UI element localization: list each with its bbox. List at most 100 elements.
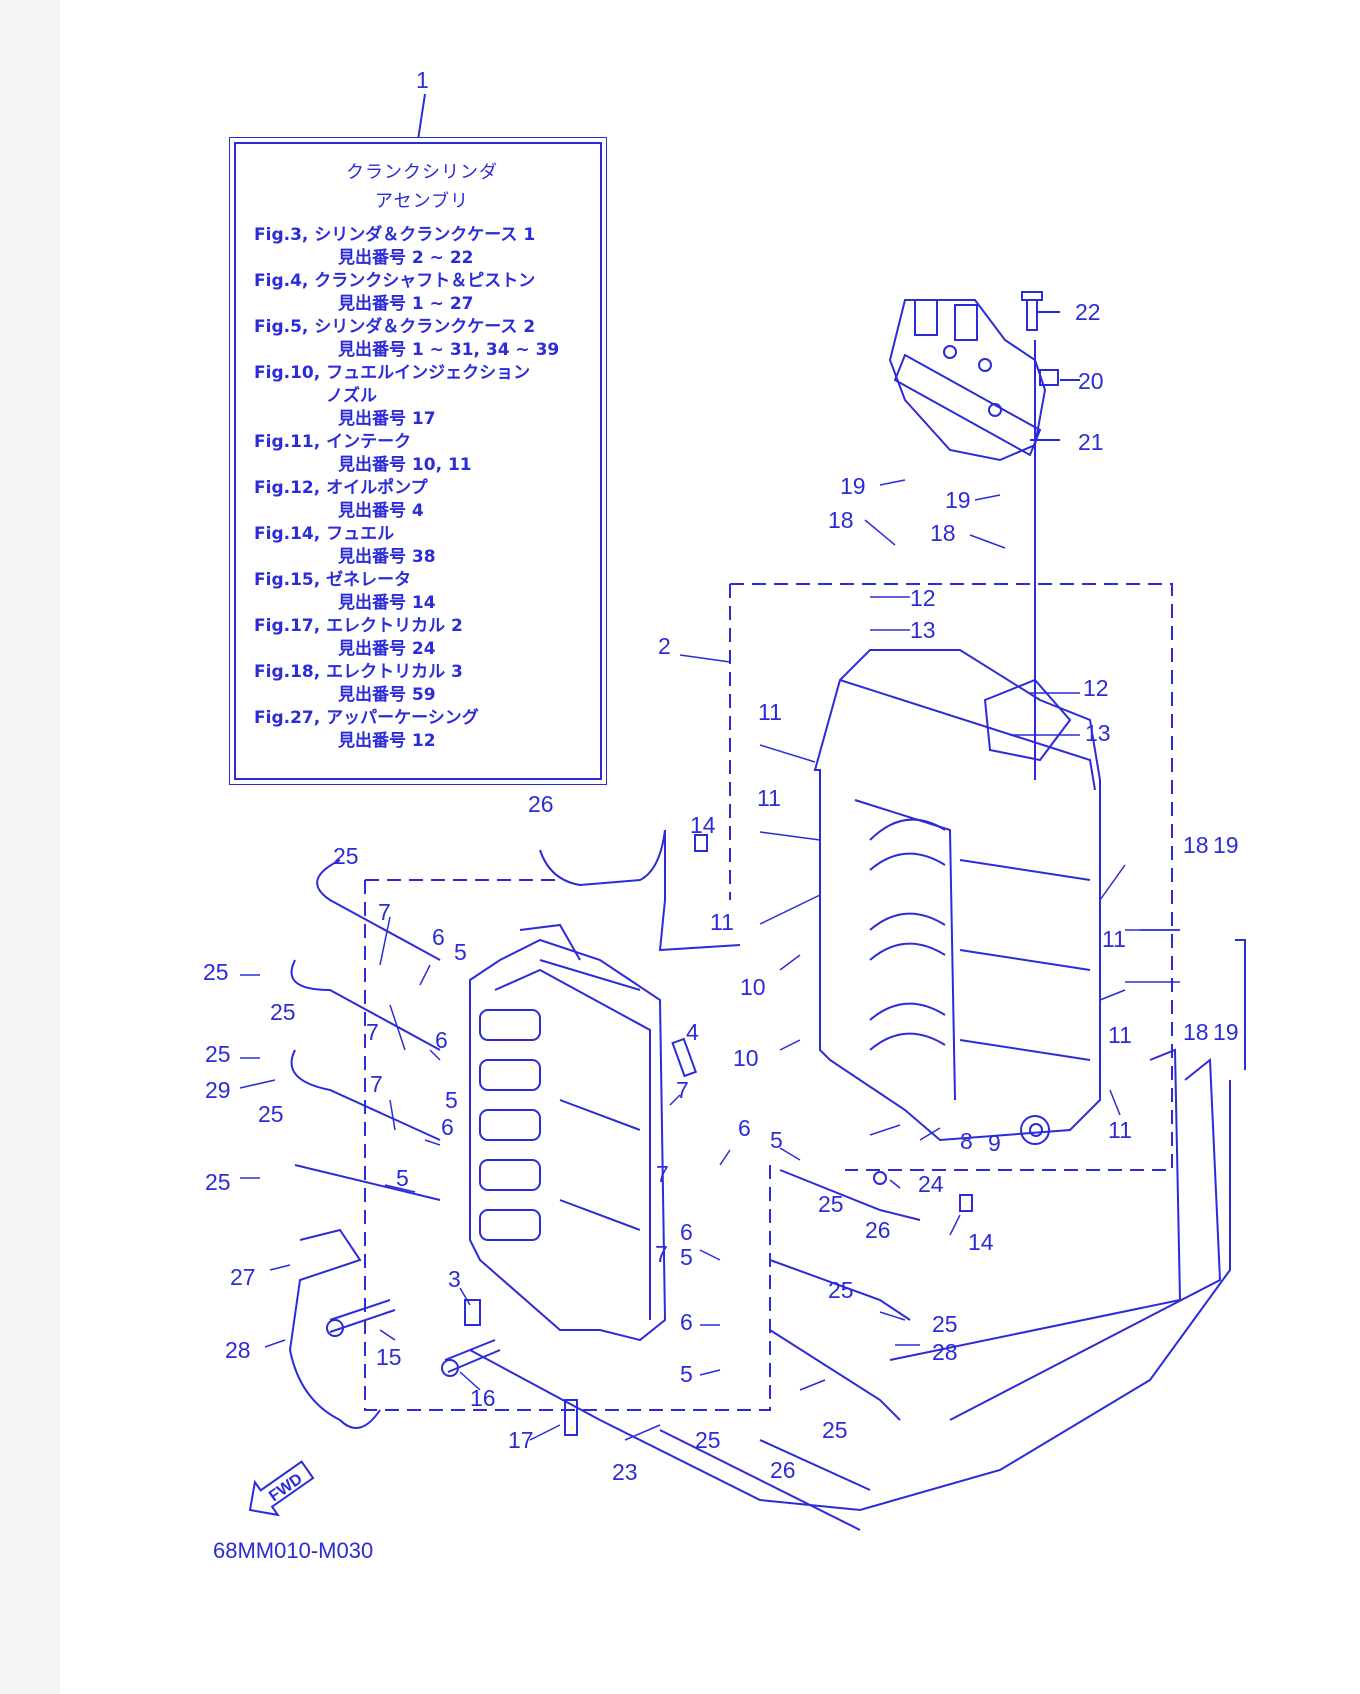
callout-18: 18 bbox=[1183, 1019, 1209, 1045]
head-cover bbox=[888, 299, 1047, 462]
callout-13: 13 bbox=[910, 617, 936, 643]
injector-17 bbox=[564, 1399, 578, 1436]
pin-14a bbox=[694, 834, 708, 852]
callout-20: 20 bbox=[1078, 368, 1104, 394]
callout-25: 25 bbox=[333, 843, 359, 869]
callout-13: 13 bbox=[1085, 720, 1111, 746]
callout-8: 8 bbox=[960, 1128, 973, 1154]
callout-11: 11 bbox=[1102, 926, 1126, 952]
intake-manifold bbox=[469, 923, 667, 1342]
callout-6: 6 bbox=[441, 1114, 454, 1140]
callout-11: 11 bbox=[757, 785, 781, 811]
callout-19: 19 bbox=[1213, 1019, 1239, 1045]
callout-6: 6 bbox=[680, 1309, 693, 1335]
bolt-22 bbox=[1021, 291, 1043, 331]
callout-28: 28 bbox=[932, 1339, 958, 1365]
callout-6: 6 bbox=[680, 1219, 693, 1245]
legend-fig-0: Fig.3, シリンダ＆クランクケース 1 bbox=[254, 225, 536, 245]
callout-25: 25 bbox=[828, 1277, 854, 1303]
part-24 bbox=[873, 1171, 887, 1185]
leader-1 bbox=[417, 93, 426, 141]
legend-title-line1: クランクシリンダ bbox=[346, 162, 498, 183]
callout-18: 18 bbox=[1183, 832, 1209, 858]
legend-ref-6: 見出番号 38 bbox=[338, 547, 436, 567]
bolt-15 bbox=[329, 1299, 396, 1333]
callout-15: 15 bbox=[376, 1344, 402, 1370]
callout-25: 25 bbox=[822, 1417, 848, 1443]
hose-25b bbox=[290, 959, 441, 1051]
callout-7: 7 bbox=[676, 1077, 689, 1103]
callout-26: 26 bbox=[865, 1217, 891, 1243]
callout-9: 9 bbox=[988, 1130, 1001, 1156]
legend-fig-7: Fig.15, ゼネレータ bbox=[254, 570, 412, 590]
diagram-code: 68MM010-M030 bbox=[213, 1538, 374, 1563]
legend-fig-2: Fig.5, シリンダ＆クランクケース 2 bbox=[254, 317, 536, 337]
legend-ref-10: 見出番号 12 bbox=[338, 731, 436, 751]
legend-ref-0: 見出番号 2 ~ 22 bbox=[338, 248, 474, 268]
legend-ref-3: 見出番号 17 bbox=[338, 409, 436, 429]
hose-23 bbox=[469, 1080, 1231, 1512]
callout-19: 19 bbox=[1213, 832, 1239, 858]
dashed-box-2 bbox=[730, 583, 1173, 1171]
callout-18: 18 bbox=[828, 507, 854, 533]
callout-25: 25 bbox=[203, 959, 229, 985]
callout-6: 6 bbox=[738, 1115, 751, 1141]
hose-25c bbox=[290, 1049, 441, 1141]
callout-10: 10 bbox=[733, 1045, 759, 1071]
callout-4: 4 bbox=[686, 1019, 699, 1045]
legend-fig-3: Fig.10, フュエルインジェクション bbox=[254, 363, 531, 383]
callout-labels: 1 2 3 4 5 5 5 5 5 5 6 6 6 6 6 6 7 7 7 7 … bbox=[203, 67, 1239, 1485]
callout-7: 7 bbox=[656, 1161, 669, 1187]
diagram-page bbox=[60, 0, 1360, 1694]
callout-5: 5 bbox=[396, 1165, 409, 1191]
legend-ref-8: 見出番号 24 bbox=[338, 639, 436, 659]
callout-3: 3 bbox=[448, 1266, 461, 1292]
fwd-arrow-icon: FWD bbox=[248, 1460, 315, 1517]
legend-ref-5: 見出番号 4 bbox=[338, 501, 424, 521]
hose-27-28 bbox=[288, 1228, 362, 1421]
callout-25: 25 bbox=[932, 1311, 958, 1337]
legend-fig-4: Fig.11, インテーク bbox=[254, 432, 412, 452]
callout-22: 22 bbox=[1075, 299, 1101, 325]
legend-fig-1: Fig.4, クランクシャフト＆ピストン bbox=[254, 271, 536, 291]
callout-17: 17 bbox=[508, 1427, 534, 1453]
hose-26-top bbox=[539, 829, 666, 887]
pin-14b bbox=[959, 1194, 973, 1212]
callout-24: 24 bbox=[918, 1171, 944, 1197]
fitting-20 bbox=[1039, 369, 1059, 386]
callout-11: 11 bbox=[1108, 1022, 1132, 1048]
callout-19: 19 bbox=[840, 473, 866, 499]
legend-fig-5: Fig.12, オイルポンプ bbox=[254, 478, 428, 498]
callout-5: 5 bbox=[770, 1127, 783, 1153]
callout-26: 26 bbox=[770, 1457, 796, 1483]
callout-6: 6 bbox=[432, 924, 445, 950]
svg-text:FWD: FWD bbox=[266, 1470, 306, 1505]
callout-5: 5 bbox=[680, 1361, 693, 1387]
legend-fig-10: Fig.27, アッパーケーシング bbox=[254, 708, 479, 728]
cylinder-block bbox=[813, 649, 1101, 1145]
callout-1: 1 bbox=[416, 67, 429, 93]
fitting-3 bbox=[464, 1299, 481, 1326]
callout-5: 5 bbox=[454, 939, 467, 965]
callout-5: 5 bbox=[680, 1244, 693, 1270]
callout-28: 28 bbox=[225, 1337, 251, 1363]
legend-ref-7: 見出番号 14 bbox=[338, 593, 436, 613]
legend-fig-6: Fig.14, フュエル bbox=[254, 524, 395, 544]
callout-2: 2 bbox=[658, 633, 671, 659]
callout-18: 18 bbox=[930, 520, 956, 546]
legend-ref-4: 見出番号 10, 11 bbox=[338, 455, 472, 475]
callout-25: 25 bbox=[205, 1041, 231, 1067]
callout-11: 11 bbox=[1108, 1117, 1132, 1143]
leader-lines bbox=[239, 479, 1180, 1441]
callout-25: 25 bbox=[270, 999, 296, 1025]
legend-ref-9: 見出番号 59 bbox=[338, 685, 436, 705]
callout-7: 7 bbox=[370, 1071, 383, 1097]
callout-16: 16 bbox=[470, 1385, 496, 1411]
callout-11: 11 bbox=[710, 909, 734, 935]
legend-entries: Fig.3, シリンダ＆クランクケース 1 見出番号 2 ~ 22 Fig.4, ク… bbox=[254, 224, 590, 753]
callout-27: 27 bbox=[230, 1264, 256, 1290]
callout-25: 25 bbox=[695, 1427, 721, 1453]
legend-fig-8: Fig.17, エレクトリカル 2 bbox=[254, 616, 463, 636]
